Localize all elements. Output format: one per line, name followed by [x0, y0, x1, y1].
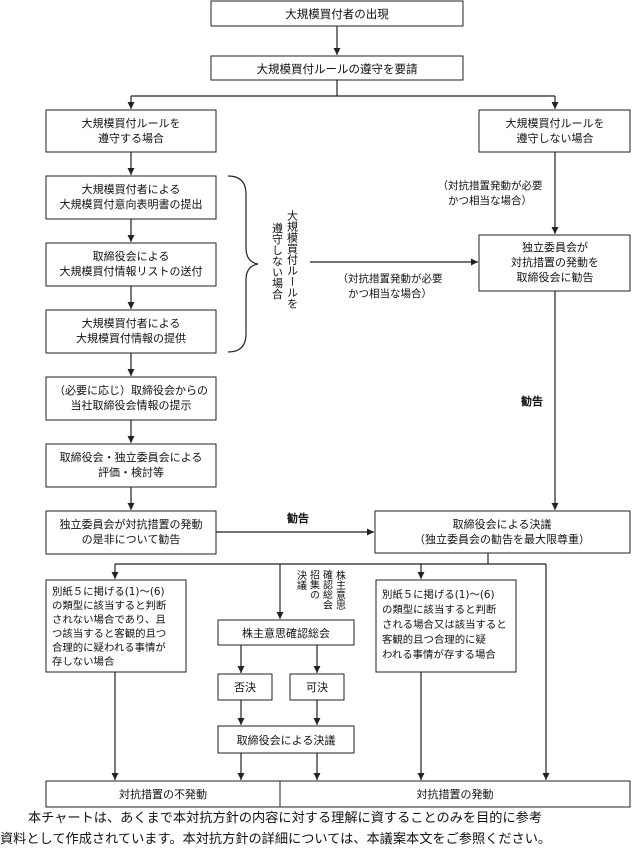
label-necessary-top: （対抗措置発動が必要かつ相当な場合）	[438, 179, 543, 207]
connectors	[111, 26, 559, 780]
label-recommend-vertical: 勧告	[521, 394, 543, 408]
box-info-list-text: 取締役会による大規模買付情報リストの送付	[60, 249, 203, 278]
label-necessary-mid: （対抗措置発動が必要かつ相当な場合）	[338, 272, 443, 300]
box-activation: 対抗措置の発動	[279, 780, 631, 808]
box-right-case: 別紙５に掲げる(1)～(6) の類型に該当すると判断 される場合又は該当すると …	[375, 579, 517, 673]
label-recommend-horizontal: 勧告	[287, 511, 309, 525]
label-bracket-vertical-text: 大規模買付ルールを 遵守しない場合	[271, 209, 299, 313]
box-shareholders-meeting: 株主意思確認総会	[217, 619, 355, 646]
box-board-info: （必要に応じ）取締役会からの当社取締役会情報の提示	[45, 376, 217, 421]
box-evaluation-text: 取締役会・独立委員会による評価・検討等	[60, 450, 203, 479]
label-meeting-vertical-text: 株主意思 確認総会 招集の 決議	[295, 569, 346, 613]
box-committee-recommend-text: 独立委員会が対抗措置の発動を取締役会に勧告	[511, 240, 599, 284]
box-board-resolution-text: 取締役会による決議（独立委員会の勧告を最大限尊重）	[414, 517, 590, 546]
box-info-provide: 大規模買付者による大規模買付情報の提供	[45, 309, 217, 354]
box-committee-advice-text: 独立委員会が対抗措置の発動の是非について勧告	[60, 517, 203, 546]
box-committee-advice: 独立委員会が対抗措置の発動の是非について勧告	[45, 510, 217, 555]
box-shareholders-meeting-text: 株主意思確認総会	[242, 626, 330, 640]
label-recommend-horizontal-text: 勧告	[287, 511, 309, 525]
box-info-list: 取締役会による大規模買付情報リストの送付	[45, 242, 217, 287]
box-rejected: 否決	[217, 673, 273, 701]
curly-bracket	[227, 175, 259, 353]
box-board-resolution: 取締役会による決議（独立委員会の勧告を最大限尊重）	[374, 510, 631, 554]
box-evaluation: 取締役会・独立委員会による評価・検討等	[45, 443, 217, 488]
box-no-activation-text: 対抗措置の不発動	[119, 787, 207, 801]
label-bracket-vertical: 大規模買付ルールを 遵守しない場合	[271, 209, 299, 313]
box-not-comply-text: 大規模買付ルールを遵守しない場合	[506, 116, 605, 145]
box-board-info-text: （必要に応じ）取締役会からの当社取締役会情報の提示	[54, 383, 208, 412]
box-intent-letter-text: 大規模買付者による大規模買付意向表明書の提出	[60, 182, 203, 211]
box-approved: 可決	[289, 673, 345, 701]
box-appearance: 大規模買付者の出現	[210, 0, 464, 27]
label-necessary-mid-text: （対抗措置発動が必要かつ相当な場合）	[338, 272, 443, 300]
box-not-comply: 大規模買付ルールを遵守しない場合	[478, 109, 631, 153]
label-recommend-vertical-text: 勧告	[521, 394, 543, 408]
box-left-case: 別紙５に掲げる(1)～(6) の類型に該当すると判断 されない場合であり、且 つ…	[45, 579, 187, 673]
box-left-case-text: 別紙５に掲げる(1)～(6) の類型に該当すると判断 されない場合であり、且 つ…	[52, 585, 170, 668]
box-approved-text: 可決	[306, 681, 328, 694]
box-board-resolution2: 取締役会による決議	[217, 725, 355, 754]
box-intent-letter: 大規模買付者による大規模買付意向表明書の提出	[45, 175, 217, 220]
label-necessary-top-text: （対抗措置発動が必要かつ相当な場合）	[438, 179, 543, 207]
box-board-resolution2-text: 取締役会による決議	[237, 733, 336, 747]
box-right-case-text: 別紙５に掲げる(1)～(6) の類型に該当すると判断 される場合又は該当すると …	[382, 588, 510, 661]
box-committee-recommend: 独立委員会が対抗措置の発動を取締役会に勧告	[478, 234, 631, 292]
box-info-provide-text: 大規模買付者による大規模買付情報の提供	[76, 316, 186, 345]
footnote-line2: 資料として作成されています。本対抗方針の詳細については、本議案本文をご参照くださ…	[0, 832, 552, 847]
box-request: 大規模買付ルールの遵守を要請	[210, 55, 464, 81]
box-activation-text: 対抗措置の発動	[417, 787, 494, 801]
box-comply: 大規模買付ルールを遵守する場合	[45, 109, 217, 153]
box-appearance-text: 大規模買付者の出現	[285, 7, 389, 21]
footnote-line1: 本チャートは、あくまで本対抗方針の内容に対する理解に資することのみを目的に参考	[28, 811, 543, 826]
box-comply-text: 大規模買付ルールを遵守する場合	[82, 116, 181, 145]
box-rejected-text: 否決	[234, 681, 256, 694]
box-no-activation: 対抗措置の不発動	[45, 780, 281, 808]
box-request-text: 大規模買付ルールの遵守を要請	[257, 62, 418, 76]
label-meeting-vertical: 株主意思 確認総会 招集の 決議	[295, 569, 346, 613]
